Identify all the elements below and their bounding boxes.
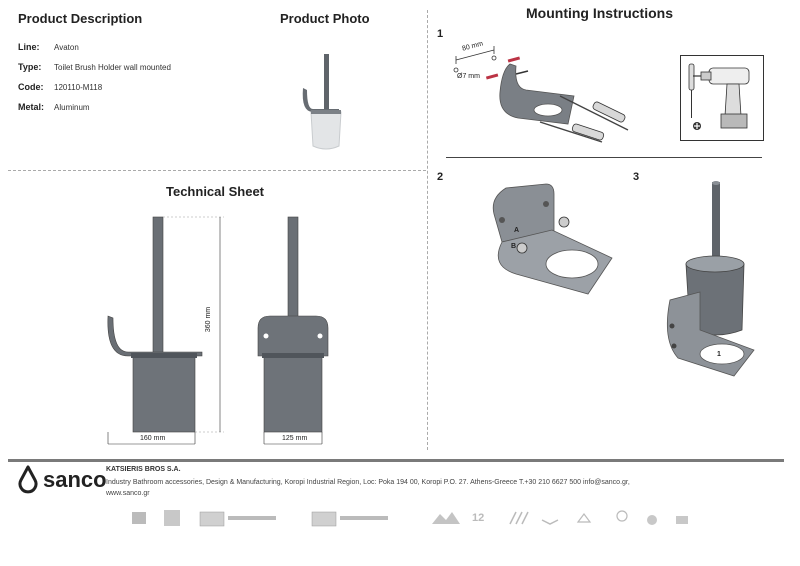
mounting-instructions-title: Mounting Instructions [526,5,673,21]
spec-row-metal: Metal: Aluminum [18,102,238,122]
product-photo-title: Product Photo [280,11,370,26]
technical-front-width-dimension: 160 mm [140,435,166,442]
spec-value: 120110-M118 [54,83,103,92]
step-1-drill-dimension: Ø7 mm [457,73,480,80]
technical-side-view [257,216,329,445]
step-2-diagram [492,183,613,295]
mounting-step-divider [446,157,762,158]
step-2-label-b: B [511,243,517,250]
spec-key: Code: [18,82,44,92]
step-2-label-a: A [514,227,520,234]
sanco-logo: sanco [16,465,107,495]
tools-box [680,55,764,141]
logo-text: sanco [43,467,107,492]
spec-value: Toilet Brush Holder wall mounted [54,63,171,72]
spec-row-type: Type: Toilet Brush Holder wall mounted [18,62,238,82]
spec-list: Line: Avaton Type: Toilet Brush Holder w… [18,42,238,122]
step-number-3: 3 [633,171,640,183]
footer-rule [8,459,784,462]
technical-front-view [107,216,224,445]
drop-logo-icon [18,465,38,494]
product-photo [302,54,342,150]
step-number-2: 2 [437,171,444,183]
step-1-diagram [453,46,629,143]
technical-height-dimension: 360 mm [205,306,213,333]
spec-value: Avaton [54,43,79,52]
glass-cup [310,111,342,150]
certification-badges: 12 [128,508,688,530]
step-3-diagram [666,181,755,377]
wall-bracket [302,88,339,112]
spec-row-code: Code: 120110-M118 [18,82,238,102]
certification-badges-icons: 12 [132,510,688,527]
technical-side-width-dimension: 125 mm [282,435,308,442]
center-vertical-divider [427,10,428,450]
spec-key: Line: [18,42,40,52]
product-description-title: Product Description [18,11,143,26]
company-website: www.sanco.gr [106,490,150,497]
brush-handle [324,54,329,116]
technical-sheet-title: Technical Sheet [166,184,265,199]
spec-key: Type: [18,62,42,72]
company-address: Industry Bathroom accessories, Design & … [106,479,630,486]
step-number-1: 1 [437,28,444,40]
top-left-divider [8,170,426,171]
spec-row-line: Line: Avaton [18,42,238,62]
drill-icon [688,63,750,130]
svg-text:12: 12 [472,512,484,524]
step-3-label-1: 1 [717,351,721,358]
spec-key: Metal: [18,102,45,112]
company-name: KATSIERIS BROS S.A. [106,466,181,473]
spec-value: Aluminum [54,103,90,112]
